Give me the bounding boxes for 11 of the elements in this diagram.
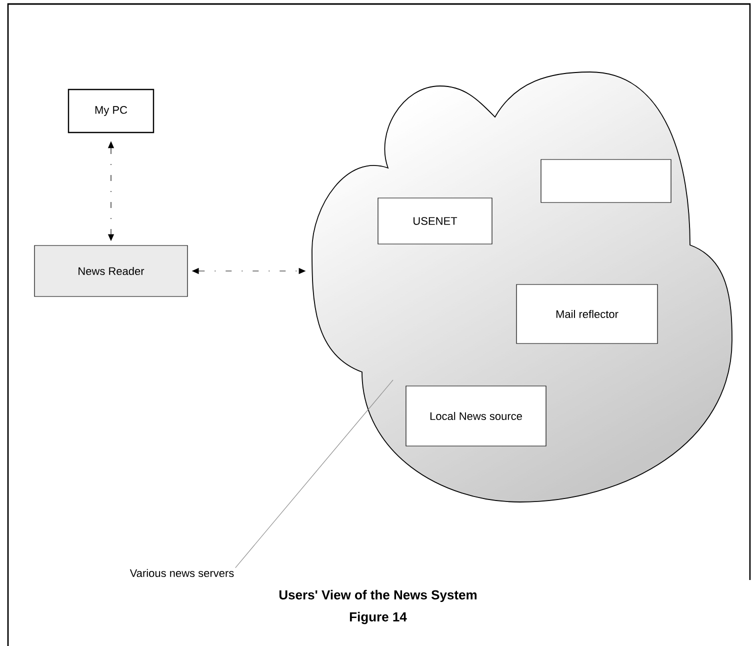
leader-line	[235, 380, 394, 568]
process-box: USENET	[378, 198, 492, 244]
process-box: Mail reflector	[516, 284, 658, 344]
cloud-shape	[312, 72, 732, 502]
process-box: My PC	[68, 88, 154, 134]
callout-label: Various news servers	[130, 568, 234, 578]
process-box: Local News source	[406, 386, 546, 446]
box	[540, 159, 672, 203]
figure-caption: Figure 14	[350, 612, 407, 624]
process-box: News Reader	[34, 245, 188, 297]
figure-title: Users' View of the News System	[279, 590, 477, 602]
